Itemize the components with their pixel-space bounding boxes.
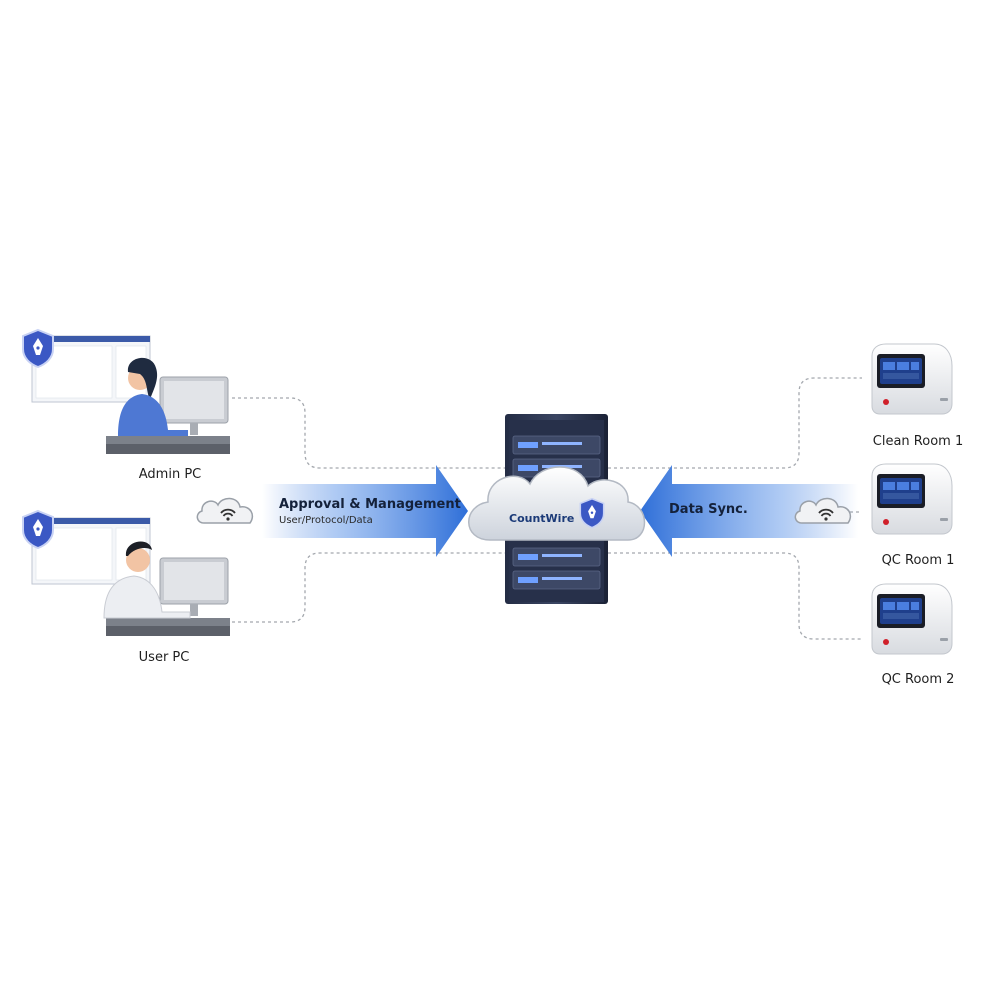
- wifi-cloud-icon: [196, 497, 254, 524]
- arrow-left-title: Approval & Management: [279, 497, 461, 512]
- device-label-clean-room-1: Clean Room 1: [872, 434, 964, 449]
- cloud-icon: [468, 466, 646, 541]
- device-clean-room-1: [871, 343, 953, 415]
- server-brand: CountWire: [509, 512, 575, 525]
- user-pc-illustration: [22, 510, 230, 636]
- shield-pen-icon: [579, 497, 605, 529]
- device-label-qc-room-1: QC Room 1: [881, 553, 955, 568]
- device-label-qc-room-2: QC Room 2: [881, 672, 955, 687]
- pc-label-admin: Admin PC: [138, 467, 202, 482]
- device-qc-room-2: [871, 583, 953, 655]
- arrow-left-subtitle: User/Protocol/Data: [279, 515, 373, 526]
- shield-pen-icon: [22, 510, 54, 549]
- device-qc-room-1: [871, 463, 953, 535]
- pc-label-user: User PC: [138, 650, 190, 665]
- shield-pen-icon: [22, 329, 54, 368]
- arrow-approval-management: [262, 465, 468, 557]
- arrow-data-sync: [640, 465, 858, 557]
- arrow-right-title: Data Sync.: [669, 502, 748, 517]
- admin-pc-illustration: [22, 329, 230, 454]
